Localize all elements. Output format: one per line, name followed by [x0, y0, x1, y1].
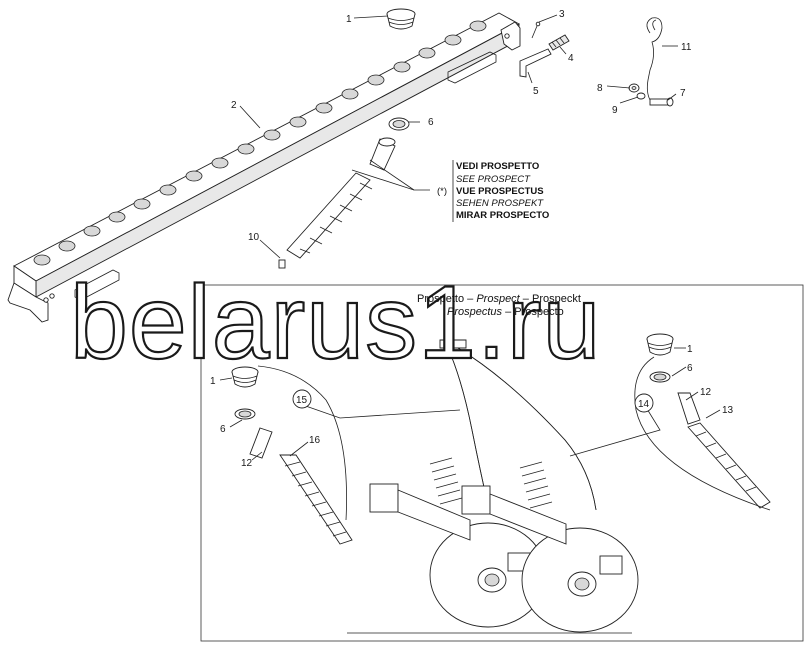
inset-left-funnel — [231, 366, 353, 545]
callout-9: 9 — [612, 105, 618, 116]
funnel-part-1-top — [386, 8, 416, 30]
callout-14: 14 — [638, 399, 650, 410]
inset-frame — [200, 284, 804, 642]
callout-12-right: 12 — [700, 387, 712, 398]
callout-3: 3 — [559, 9, 565, 20]
callout-6-left: 6 — [220, 424, 226, 435]
callout-1-top: 1 — [346, 14, 352, 25]
inset-header-es: – Prospecto — [502, 306, 564, 318]
inset-hoses — [439, 339, 597, 511]
watermark: belarus1.ru — [70, 265, 601, 381]
clip-part-10 — [278, 259, 286, 269]
note-line-es: MIRAR PROSPECTO — [456, 210, 549, 221]
spring-part-4 — [548, 34, 570, 51]
callout-8: 8 — [597, 83, 603, 94]
inset-header-en: Prospect — [476, 293, 520, 305]
inset-header-line-1: Prospetto – Prospect – Prospeckt — [417, 293, 581, 305]
pin-part-3 — [531, 21, 541, 39]
callout-10: 10 — [248, 232, 260, 243]
callout-6-right: 6 — [687, 363, 693, 374]
callout-2: 2 — [231, 100, 237, 111]
beam-holes — [33, 20, 487, 266]
nut-part-8 — [628, 83, 640, 93]
note-marker: (*) — [437, 186, 447, 197]
callout-6-top: 6 — [428, 117, 434, 128]
inset-header-line-2: Prospectus – Prospecto — [447, 306, 564, 318]
lever-part-11 — [646, 17, 663, 101]
washer-part-9 — [636, 92, 646, 100]
callout-5: 5 — [533, 86, 539, 97]
callout-11: 11 — [681, 42, 692, 53]
callout-7: 7 — [680, 88, 686, 99]
callout-1-left: 1 — [210, 376, 216, 387]
inset-coulter-right — [461, 461, 639, 633]
washer-part-6-top — [388, 117, 410, 131]
hose-exploded — [286, 137, 396, 259]
note-line-de: SEHEN PROSPEKT — [456, 198, 544, 209]
callout-15: 15 — [296, 395, 308, 406]
callout-leaders — [219, 14, 721, 461]
callout-4: 4 — [568, 53, 574, 64]
callout-16: 16 — [309, 435, 321, 446]
seed-beam — [7, 12, 521, 323]
inset-coulter-left — [369, 457, 547, 628]
l-bar-part-5 — [519, 48, 552, 78]
note-line-fr: VUE PROSPECTUS — [456, 186, 544, 197]
inset-header-it: Prospetto – — [417, 293, 476, 305]
note-line-en: SEE PROSPECT — [456, 174, 531, 185]
inset-right-funnel — [646, 333, 771, 509]
inset-header-de: – Prospeckt — [520, 293, 581, 305]
inset-header-fr: Prospectus — [447, 306, 503, 318]
callout-12-left: 12 — [241, 458, 253, 469]
callout-1-right: 1 — [687, 344, 693, 355]
callout-13: 13 — [722, 405, 734, 416]
note-line-it: VEDI PROSPETTO — [456, 161, 539, 172]
